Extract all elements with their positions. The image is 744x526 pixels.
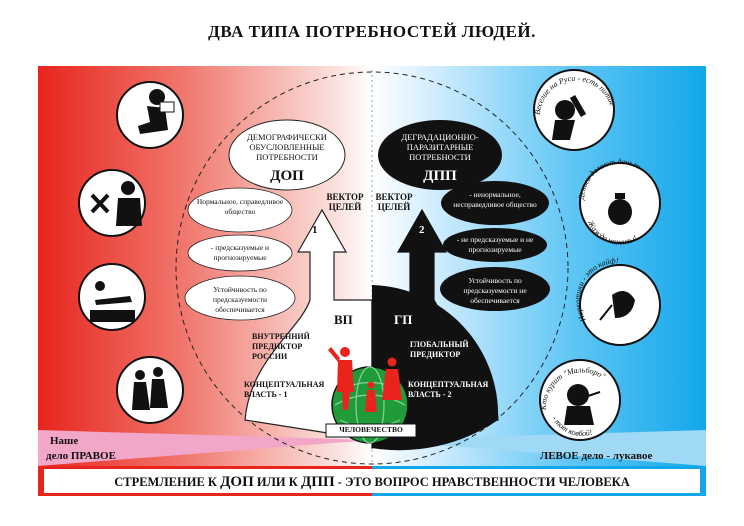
smoking-man-icon <box>564 384 601 425</box>
left-item-1-bubble <box>187 187 293 233</box>
gymnast-icon <box>90 281 135 322</box>
footer-dpp: ДПП <box>300 474 335 490</box>
right-item-3: Устойчивость по предсказуемости не обесп… <box>463 276 527 305</box>
arrow-1-number: 1 <box>312 224 318 236</box>
syringe-hand-icon <box>599 291 635 321</box>
left-slogan-line1: Наше <box>50 435 79 447</box>
dpp-heading: ДЕГРАДАЦИОННО-ПАРАЗИТАРНЫЕ ПОТРЕБНОСТИ <box>401 132 479 162</box>
right-vector-label: ВЕКТОР ЦЕЛЕЙ <box>375 192 413 212</box>
hikers-icon <box>132 367 168 410</box>
right-item-3-bubble <box>440 267 550 311</box>
dop-bubble <box>228 119 346 191</box>
dpp-bubble <box>378 120 502 190</box>
page-title: ДВА ТИПА ПОТРЕБНОСТЕЙ ЛЮДЕЙ. <box>208 22 536 41</box>
reading-child-icon <box>138 89 175 134</box>
vp-abbr: ВП <box>334 312 353 327</box>
left-item-3-bubble <box>184 275 296 321</box>
footer-box <box>44 469 700 493</box>
left-item-1: Нормальное, справедливое общество <box>196 197 284 216</box>
gp-abbr: ГП <box>394 312 413 327</box>
globe-label-box <box>325 423 417 438</box>
money-bag-icon <box>608 193 632 225</box>
circle-1-text: Веселие на Руси - есть питие! <box>0 0 617 115</box>
left-icon-circles <box>78 81 184 424</box>
right-item-1-bubble <box>441 181 549 225</box>
dop-heading: ДЕМОГРАФИЧЕСКИ ОБУСЛОВЛЕННЫЕ ПОТРЕБНОСТИ <box>247 132 327 162</box>
right-slogan: ЛЕВОЕ дело - лукавое <box>540 450 653 462</box>
right-item-2-bubble <box>443 228 547 262</box>
footer-part2: ИЛИ К <box>253 475 301 489</box>
left-vector-label: ВЕКТОР ЦЕЛЕЙ <box>326 192 364 212</box>
worker-tools-icon <box>90 181 142 226</box>
dop-abbr: ДОП <box>270 168 304 184</box>
left-slogan-line2: дело ПРАВОЕ <box>46 450 116 462</box>
globe-label: ЧЕЛОВЕЧЕСТВО <box>339 425 403 434</box>
left-item-2: - предсказуемые и прогнозируемые <box>210 243 270 262</box>
footer-part1: СТРЕМЛЕНИЕ К <box>114 475 221 489</box>
left-item-3: Устойчивость по предсказуемости обеспечи… <box>212 285 268 314</box>
right-predictor: ГЛОБАЛЬНЫЙ ПРЕДИКТОР <box>410 340 469 359</box>
left-wedge <box>38 430 372 466</box>
footer-dop: ДОП <box>220 474 254 490</box>
footer-text: СТРЕМЛЕНИЕ К ДОП ИЛИ К ДПП - ЭТО ВОПРОС … <box>38 474 706 491</box>
right-item-2: - не предсказуемые и не прогнозируемые <box>456 235 534 254</box>
left-predictor: ВНУТРЕННИЙ ПРЕДИКТОР РОССИИ <box>252 332 310 361</box>
right-power: КОНЦЕПТУАЛЬНАЯ ВЛАСТЬ - 2 <box>408 380 489 399</box>
drinking-man-icon <box>552 94 587 140</box>
svg-text:Веселие на Руси - есть питие!: Веселие на Руси - есть питие! <box>0 0 617 115</box>
footer-part3: - ЭТО ВОПРОС НРАВСТВЕННОСТИ ЧЕЛОВЕКА <box>334 475 630 489</box>
right-item-1: - ненормальное, несправедливое общество <box>453 190 537 209</box>
left-item-2-bubble <box>187 234 293 272</box>
left-power: КОНЦЕПТУАЛЬНАЯ ВЛАСТЬ - 1 <box>244 380 325 399</box>
people-icon <box>328 347 402 412</box>
arrow-2-number: 2 <box>419 224 425 236</box>
outer-dashed-circle <box>175 71 569 465</box>
dpp-abbr: ДПП <box>423 168 457 184</box>
